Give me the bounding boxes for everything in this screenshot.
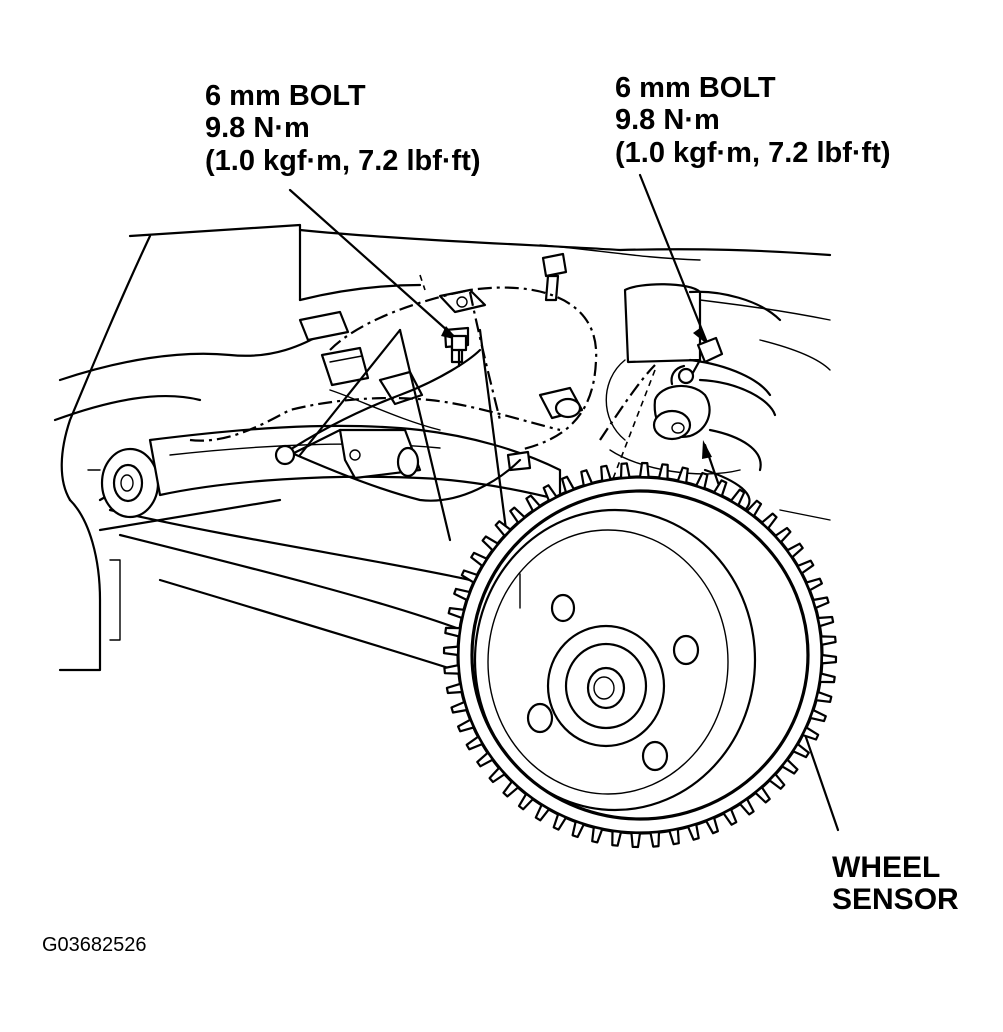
pulser-tooth <box>657 463 669 481</box>
pulser-tooth <box>494 520 512 537</box>
pulser-tooth <box>792 742 810 759</box>
right-bolt-torque-alt: (1.0 kgf·m, 7.2 lbf·ft) <box>615 136 891 169</box>
pulser-tooth <box>745 499 763 518</box>
pulser-tooth <box>509 506 526 524</box>
wheel-sensor-callout: WHEEL SENSOR <box>832 852 959 915</box>
pulser-tooth <box>444 626 462 638</box>
pulser-tooth <box>502 780 520 798</box>
pulser-tooth <box>754 786 771 804</box>
figure-id: G03682526 <box>42 934 147 956</box>
pulser-tooth <box>525 494 542 513</box>
pulser-tooth <box>534 803 551 822</box>
left-bolt-torque-alt: (1.0 kgf·m, 7.2 lbf·ft) <box>205 144 481 177</box>
pulser-tooth <box>705 816 719 835</box>
pulser-tooth <box>686 823 700 841</box>
pulser-tooth <box>630 831 642 849</box>
pulser-tooth <box>447 607 466 620</box>
pulser-tooth <box>809 708 827 723</box>
vehicle-body-outline <box>53 223 832 672</box>
pulser-tooth <box>488 766 506 784</box>
pulser-tooth <box>481 535 500 552</box>
pulser-tooth <box>619 462 631 480</box>
strut-and-spring <box>599 283 782 512</box>
right-bolt-size: 6 mm BOLT <box>615 72 776 104</box>
pulser-tooth <box>465 735 484 751</box>
pulser-tooth <box>805 577 823 592</box>
brake-drum-with-pulser-ring <box>442 461 838 849</box>
pulser-tooth <box>814 690 833 703</box>
pulser-tooth <box>453 587 471 602</box>
trailing-arm-bushing <box>100 447 160 519</box>
pulser-tooth <box>796 559 815 575</box>
pulser-tooth <box>476 751 494 768</box>
pulser-tooth <box>542 484 558 502</box>
suspension-arm <box>148 370 562 502</box>
pulser-tooth <box>774 526 792 544</box>
pulser-tooth <box>561 475 575 494</box>
left-bolt-torque-nm: 9.8 N·m <box>205 112 310 145</box>
pulser-tooth <box>801 726 820 741</box>
pulser-tooth <box>820 653 838 665</box>
right-bolt-torque-nm: 9.8 N·m <box>615 104 720 137</box>
pulser-tooth <box>442 645 460 657</box>
left-bolt-torque-callout: 6 mm BOLT 9.8 N·m (1.0 kgf·m, 7.2 lbf·ft… <box>205 80 481 177</box>
pulser-tooth <box>738 797 755 816</box>
pulser-tooth <box>638 461 650 479</box>
pulser-tooth <box>517 792 535 811</box>
right-bolt-torque-callout: 6 mm BOLT 9.8 N·m (1.0 kgf·m, 7.2 lbf·ft… <box>615 72 891 169</box>
pulser-tooth <box>729 488 746 507</box>
pulser-tooth <box>460 569 479 584</box>
pulser-tooth <box>450 700 468 714</box>
wheel-sensor-label-line2: SENSOR <box>832 882 959 916</box>
pulser-tooth <box>760 512 778 530</box>
pulser-tooth <box>600 464 612 482</box>
pulser-tooth <box>676 466 689 484</box>
bolt-left <box>450 334 468 368</box>
pulser-tooth <box>571 820 585 839</box>
pulser-tooth <box>591 826 604 844</box>
pulser-tooth <box>819 635 837 646</box>
pulser-tooth <box>722 808 738 826</box>
pulser-tooth <box>816 615 835 628</box>
pulser-tooth <box>812 596 830 610</box>
pulser-tooth <box>695 471 709 490</box>
pulser-tooth <box>818 672 836 684</box>
pulser-tooth <box>712 479 728 498</box>
pulser-tooth <box>443 664 461 675</box>
sensor-wire-harness <box>189 286 656 502</box>
pulser-tooth <box>780 758 799 775</box>
pulser-tooth <box>649 830 661 848</box>
pulser-tooth <box>768 773 786 790</box>
pulser-tooth <box>445 682 464 695</box>
pulser-tooth <box>611 829 623 847</box>
left-bolt-size: 6 mm BOLT <box>205 80 366 112</box>
wheel-sensor <box>652 364 711 441</box>
pulser-tooth <box>580 469 594 487</box>
wheel-sensor-label-line1: WHEEL <box>832 851 941 884</box>
pulser-tooth <box>457 718 475 733</box>
pulser-tooth <box>552 812 568 831</box>
pulser-tooth <box>786 542 804 559</box>
pulser-tooth <box>668 828 680 846</box>
pulser-tooth <box>470 551 488 568</box>
